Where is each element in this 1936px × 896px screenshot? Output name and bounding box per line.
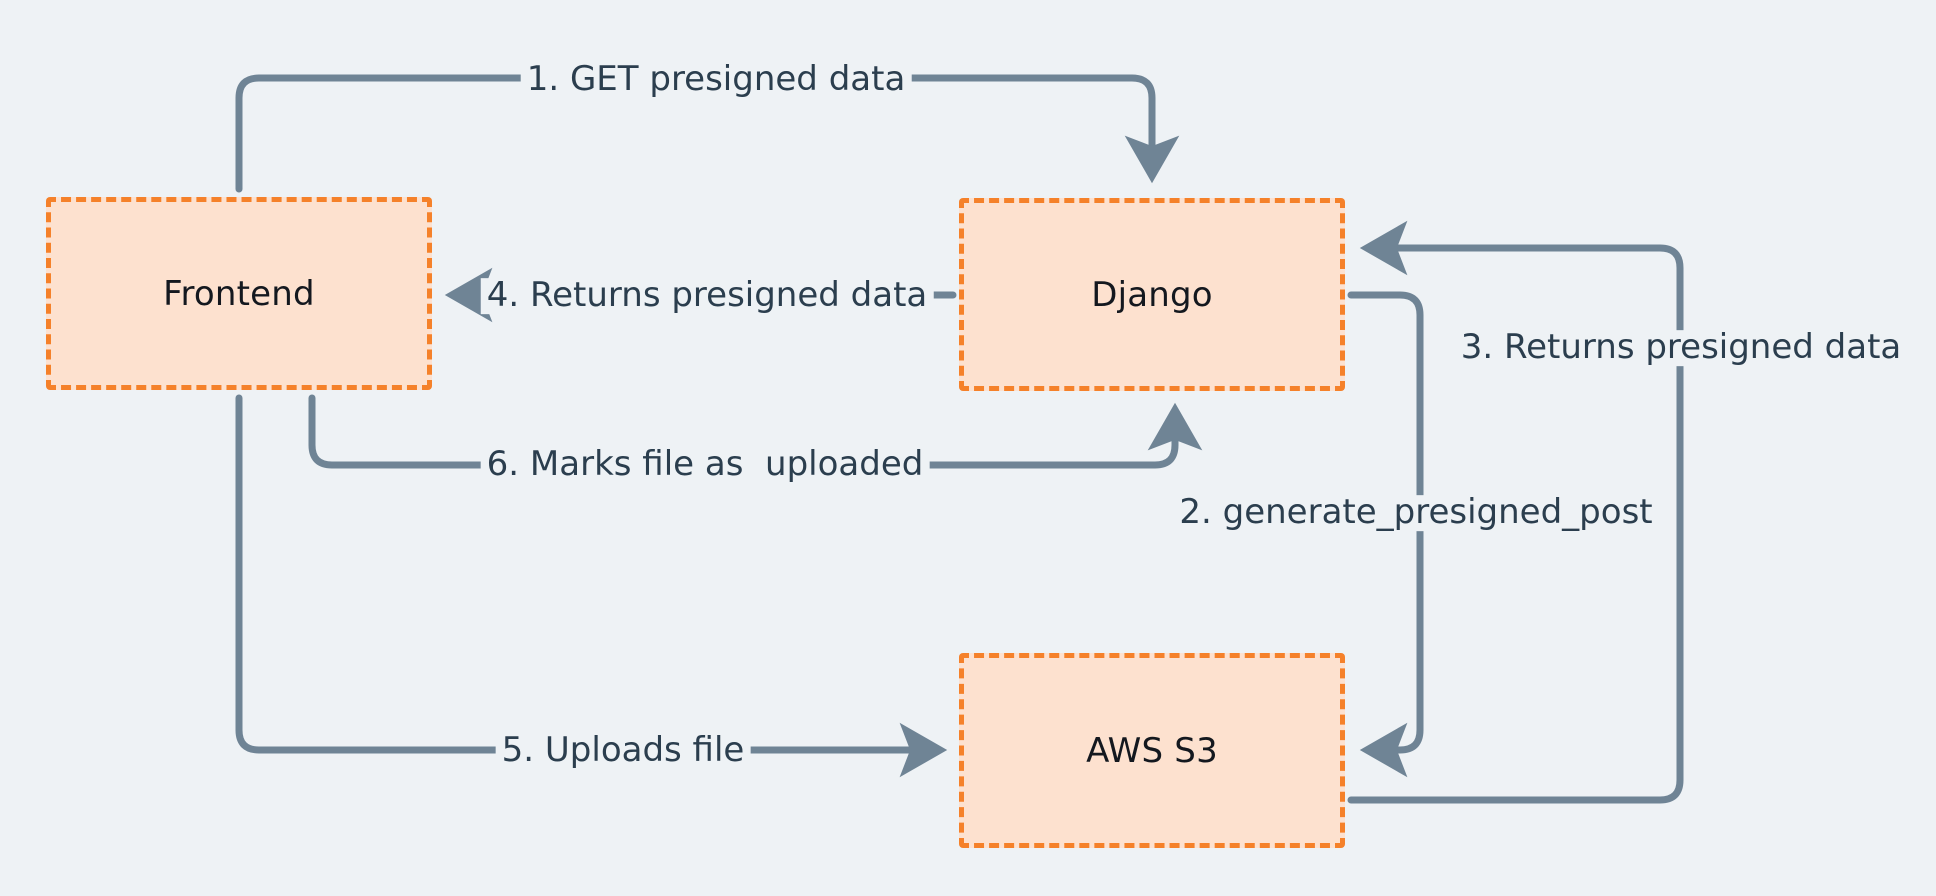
node-aws-s3-label: AWS S3: [1086, 730, 1218, 771]
edge-label-6: 6. Marks file as uploaded: [480, 446, 930, 483]
node-django[interactable]: Django: [959, 198, 1345, 391]
edge-path-3: [1347, 220, 1684, 804]
edge-label-3: 3. Returns presigned data: [1454, 329, 1908, 366]
edge-label-2: 2. generate_presigned_post: [1173, 494, 1659, 531]
edge-label-1: 1. GET presigned data: [520, 61, 912, 98]
node-django-label: Django: [1091, 274, 1213, 315]
edge-label-5: 5. Uploads file: [495, 732, 751, 769]
node-frontend-label: Frontend: [163, 273, 315, 314]
node-frontend[interactable]: Frontend: [46, 197, 432, 390]
edge-path-5: [235, 394, 948, 778]
node-aws-s3[interactable]: AWS S3: [959, 653, 1345, 848]
edge-label-4: 4. Returns presigned data: [480, 277, 934, 314]
